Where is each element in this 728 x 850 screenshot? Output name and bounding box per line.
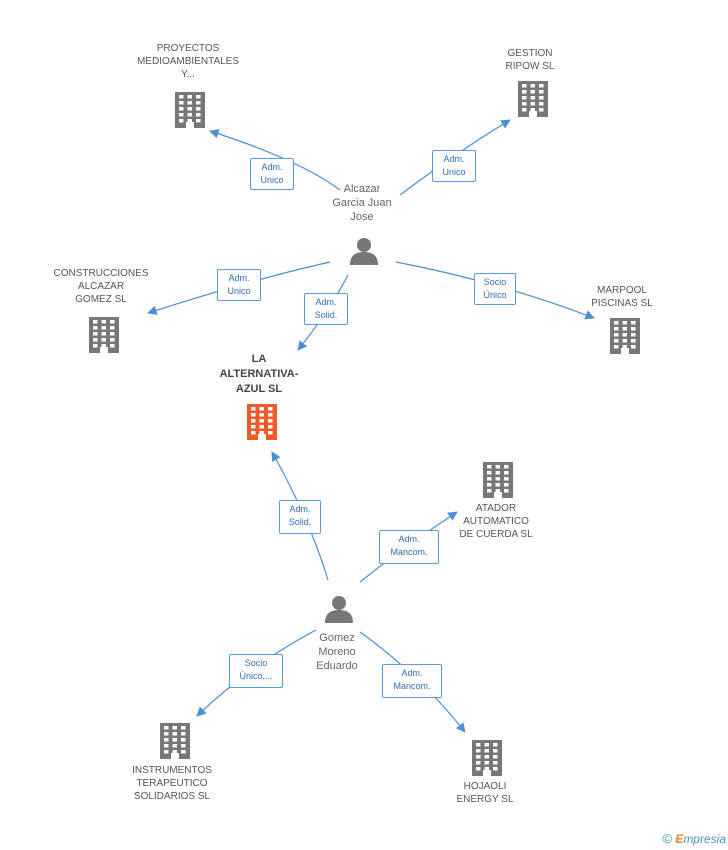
- company-building-icon-gestion[interactable]: [518, 81, 548, 122]
- company-label-atador[interactable]: ATADOR AUTOMATICO DE CUERDA SL: [459, 503, 533, 540]
- relation-label-gomez-atador[interactable]: Adm. Mancom.: [379, 530, 439, 564]
- company-label-instrumentos[interactable]: INSTRUMENTOS TERAPEUTICO SOLIDARIOS SL: [132, 765, 212, 802]
- relation-label-alcazar-marpool[interactable]: Socio Único: [474, 273, 516, 305]
- person-label-gomez[interactable]: Gomez Moreno Eduardo: [316, 632, 358, 672]
- relation-label-alcazar-construcciones[interactable]: Adm. Unico: [217, 269, 261, 301]
- company-label-marpool[interactable]: MARPOOL PISCINAS SL: [591, 285, 653, 309]
- company-building-icon-instrumentos[interactable]: [160, 723, 190, 764]
- company-label-gestion[interactable]: GESTION RIPOW SL: [505, 48, 555, 72]
- company-label-proyectos[interactable]: PROYECTOS MEDIOAMBIENTALES Y...: [136, 43, 240, 80]
- company-label-alternativa[interactable]: LA ALTERNATIVA- AZUL SL: [219, 353, 299, 395]
- company-building-icon-hojaoli[interactable]: [472, 740, 502, 781]
- company-label-hojaoli[interactable]: HOJAOLI ENERGY SL: [456, 781, 514, 805]
- company-label-construcciones[interactable]: CONSTRUCCIONES ALCAZAR GOMEZ SL: [53, 268, 149, 305]
- company-building-icon-marpool[interactable]: [610, 318, 640, 359]
- person-icon-gomez[interactable]: [324, 595, 354, 628]
- relation-label-gomez-alternativa[interactable]: Adm. Solid.: [279, 500, 321, 534]
- relation-label-alcazar-proyectos[interactable]: Adm. Unico: [250, 158, 294, 190]
- copyright-icon: ©: [662, 831, 672, 846]
- relation-label-gomez-hojaoli[interactable]: Adm. Mancom.: [382, 664, 442, 698]
- brand-name: mpresia: [683, 832, 726, 846]
- company-building-icon-construcciones[interactable]: [89, 317, 119, 358]
- brand-logo-letter: E: [675, 832, 684, 846]
- company-building-icon-atador[interactable]: [483, 462, 513, 503]
- relation-label-gomez-instrumentos[interactable]: Socio Único,...: [229, 654, 283, 688]
- footer-brand: © Empresia: [662, 831, 726, 846]
- relation-label-alcazar-alternativa[interactable]: Adm. Solid.: [304, 293, 348, 325]
- person-icon-alcazar[interactable]: [349, 237, 379, 270]
- relation-label-alcazar-gestion[interactable]: Adm. Unico: [432, 150, 476, 182]
- company-building-icon-proyectos[interactable]: [175, 92, 205, 133]
- company-building-icon-alternativa[interactable]: [247, 404, 277, 445]
- person-label-alcazar[interactable]: Alcazar Garcia Juan Jose: [332, 183, 392, 223]
